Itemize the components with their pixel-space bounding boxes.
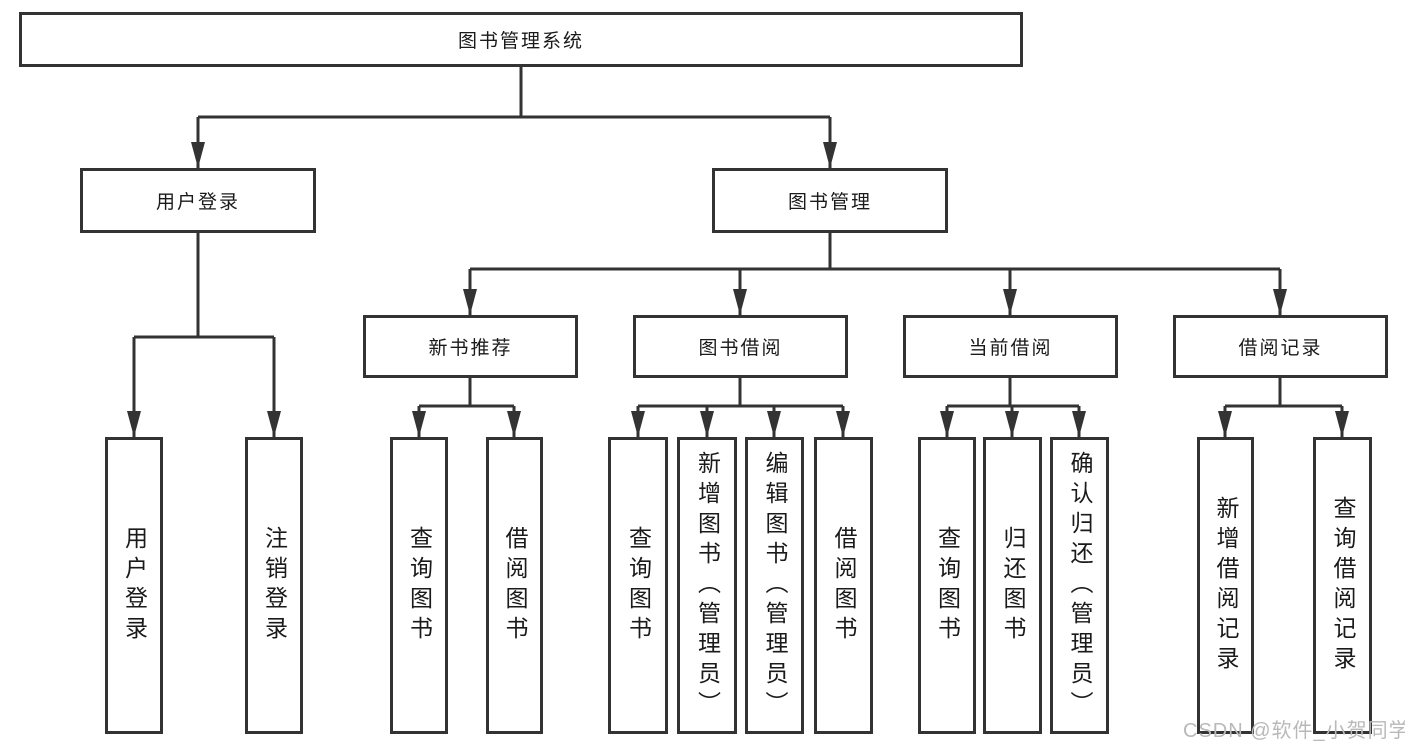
node-label: 查询借阅记录 xyxy=(1330,495,1356,676)
node-user-login: 用户登录 xyxy=(80,168,316,233)
node-label: 借阅图书 xyxy=(502,525,528,646)
node-current-borrowing: 当前借阅 xyxy=(903,315,1118,378)
node-label: 注销登录 xyxy=(261,525,288,646)
leaf-borrow-books: 借阅图书 xyxy=(814,437,873,734)
node-label: 编辑图书（管理员） xyxy=(762,450,788,721)
node-new-book-recommendation: 新书推荐 xyxy=(363,315,578,378)
node-label: 新书推荐 xyxy=(428,338,513,359)
leaf-query-books-current: 查询图书 xyxy=(918,437,976,734)
leaf-query-books-recommend: 查询图书 xyxy=(390,437,448,734)
arrowhead-icons xyxy=(127,142,1349,437)
watermark: CSDN @软件_小贺同学 xyxy=(1183,720,1405,742)
node-label: 查询图书 xyxy=(406,525,433,646)
node-book-borrowing: 图书借阅 xyxy=(633,315,848,378)
node-label: 借阅图书 xyxy=(831,525,857,646)
leaf-query-borrow-record: 查询借阅记录 xyxy=(1313,437,1372,734)
node-label: 图书管理 xyxy=(787,192,872,213)
node-label: 新增图书（管理员） xyxy=(694,450,721,721)
leaf-confirm-return-admin: 确认归还（管理员） xyxy=(1050,437,1109,734)
node-label: 用户登录 xyxy=(155,192,240,213)
leaf-logout: 注销登录 xyxy=(245,437,303,734)
node-label: 当前借阅 xyxy=(968,338,1053,359)
leaf-edit-books-admin: 编辑图书（管理员） xyxy=(745,437,804,734)
node-label: 确认归还（管理员） xyxy=(1067,450,1093,721)
node-label: 图书借阅 xyxy=(698,338,783,359)
node-label: 查询图书 xyxy=(934,525,961,646)
leaf-add-borrow-record: 新增借阅记录 xyxy=(1197,437,1254,734)
node-label: 新增借阅记录 xyxy=(1213,495,1239,676)
leaf-borrow-books-recommend: 借阅图书 xyxy=(486,437,543,734)
leaf-query-books-borrowing: 查询图书 xyxy=(608,437,668,734)
node-book-management: 图书管理 xyxy=(712,168,948,233)
node-label: 用户登录 xyxy=(121,525,148,646)
leaf-user-login: 用户登录 xyxy=(105,437,163,734)
node-label: 借阅记录 xyxy=(1238,338,1323,359)
leaf-add-books-admin: 新增图书（管理员） xyxy=(677,437,737,734)
node-label: 图书管理系统 xyxy=(457,31,584,52)
node-label: 归还图书 xyxy=(1000,525,1026,646)
node-library-management-system: 图书管理系统 xyxy=(19,12,1023,67)
node-label: 查询图书 xyxy=(625,525,652,646)
leaf-return-books: 归还图书 xyxy=(983,437,1042,734)
node-borrowing-records: 借阅记录 xyxy=(1173,315,1388,378)
